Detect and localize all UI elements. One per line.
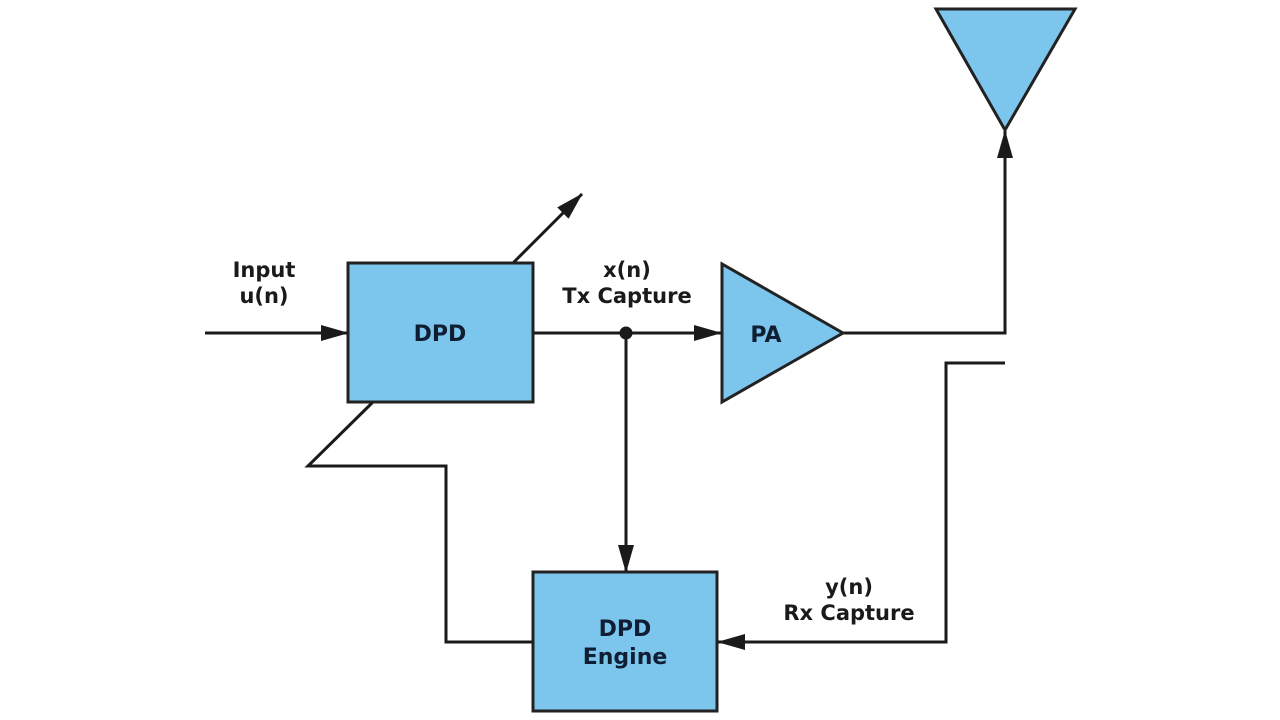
antenna-icon	[933, 7, 1078, 134]
rx-label-line2: Rx Capture	[783, 601, 914, 625]
input-label-line1: Input	[233, 258, 296, 282]
rx-label-line1: y(n)	[825, 575, 873, 599]
coefficient-update-line	[304, 400, 533, 644]
dpd-block	[346, 261, 535, 404]
dpd-engine-label-line1: DPD	[599, 617, 652, 642]
dpd-block-label: DPD	[414, 322, 467, 347]
dpd-engine-block	[531, 570, 719, 713]
tx-label-line2: Tx Capture	[562, 284, 691, 308]
rx-feedback-arrow	[717, 361, 1005, 650]
dpd-engine-label-line2: Engine	[583, 645, 668, 670]
tx-label-line1: x(n)	[603, 258, 651, 282]
pa-label: PA	[750, 323, 781, 348]
input-label-line2: u(n)	[239, 284, 288, 308]
pa-to-antenna-arrow	[843, 130, 1013, 335]
pa-amplifier	[720, 261, 847, 405]
adaptation-arrow	[511, 192, 584, 265]
